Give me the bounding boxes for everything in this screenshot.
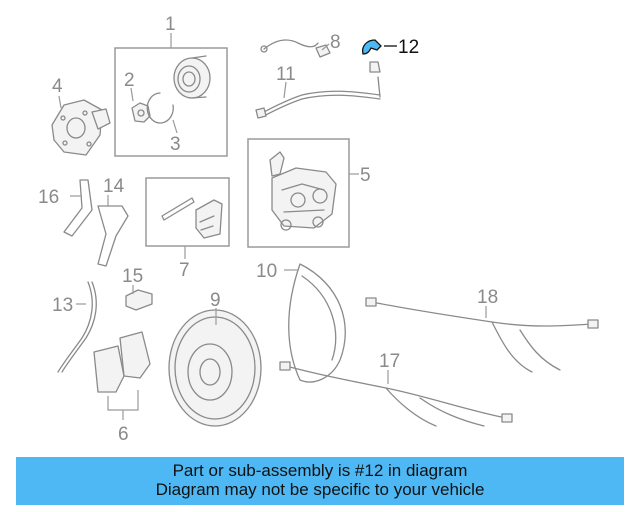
part-2-nut <box>130 87 151 123</box>
part-14-bracket <box>97 195 129 267</box>
callout-6: 6 <box>118 424 129 445</box>
part-13-brake-hose <box>57 281 97 373</box>
hub-bearing <box>173 55 211 99</box>
part-12-highlighted[interactable] <box>361 39 397 73</box>
info-line-1: Part or sub-assembly is #12 in diagram <box>172 461 468 480</box>
callout-10: 10 <box>256 261 277 282</box>
part-16-bracket <box>63 179 93 237</box>
callout-14: 14 <box>103 176 125 197</box>
part-17-wire-harness <box>279 361 513 427</box>
brake-assembly-diagram: 1 2 3 4 5 <box>38 14 599 445</box>
part-11-brake-line <box>255 76 381 119</box>
part-3-snap-ring <box>146 92 178 134</box>
callout-17: 17 <box>379 351 400 372</box>
callout-3: 3 <box>170 134 181 155</box>
callout-16: 16 <box>38 187 59 208</box>
info-banner: Part or sub-assembly is #12 in diagram D… <box>16 457 624 505</box>
callout-5: 5 <box>360 165 371 186</box>
callout-7: 7 <box>179 260 190 281</box>
part-7-pad-group <box>145 177 230 259</box>
part-4-hub <box>51 95 111 156</box>
callout-8: 8 <box>330 32 341 53</box>
part-9-brake-disc <box>168 308 262 427</box>
callout-15: 15 <box>122 266 143 287</box>
part-18-wire-harness <box>365 297 599 373</box>
callout-2: 2 <box>124 70 135 91</box>
callout-1: 1 <box>165 14 176 35</box>
part-5-caliper-group <box>247 138 359 248</box>
part-10-dust-shield <box>284 263 346 383</box>
callout-18: 18 <box>477 287 498 308</box>
part-15-fitting <box>125 285 153 311</box>
part-8-sensor-wire <box>260 39 331 58</box>
callout-13: 13 <box>52 295 73 316</box>
callout-11: 11 <box>276 64 296 85</box>
callout-12: 12 <box>398 37 419 58</box>
part-1-bearing-group <box>114 33 228 157</box>
callout-9: 9 <box>210 290 221 311</box>
info-line-2: Diagram may not be specific to your vehi… <box>155 480 485 499</box>
part-6-pads <box>93 331 151 420</box>
callout-4: 4 <box>52 76 63 97</box>
